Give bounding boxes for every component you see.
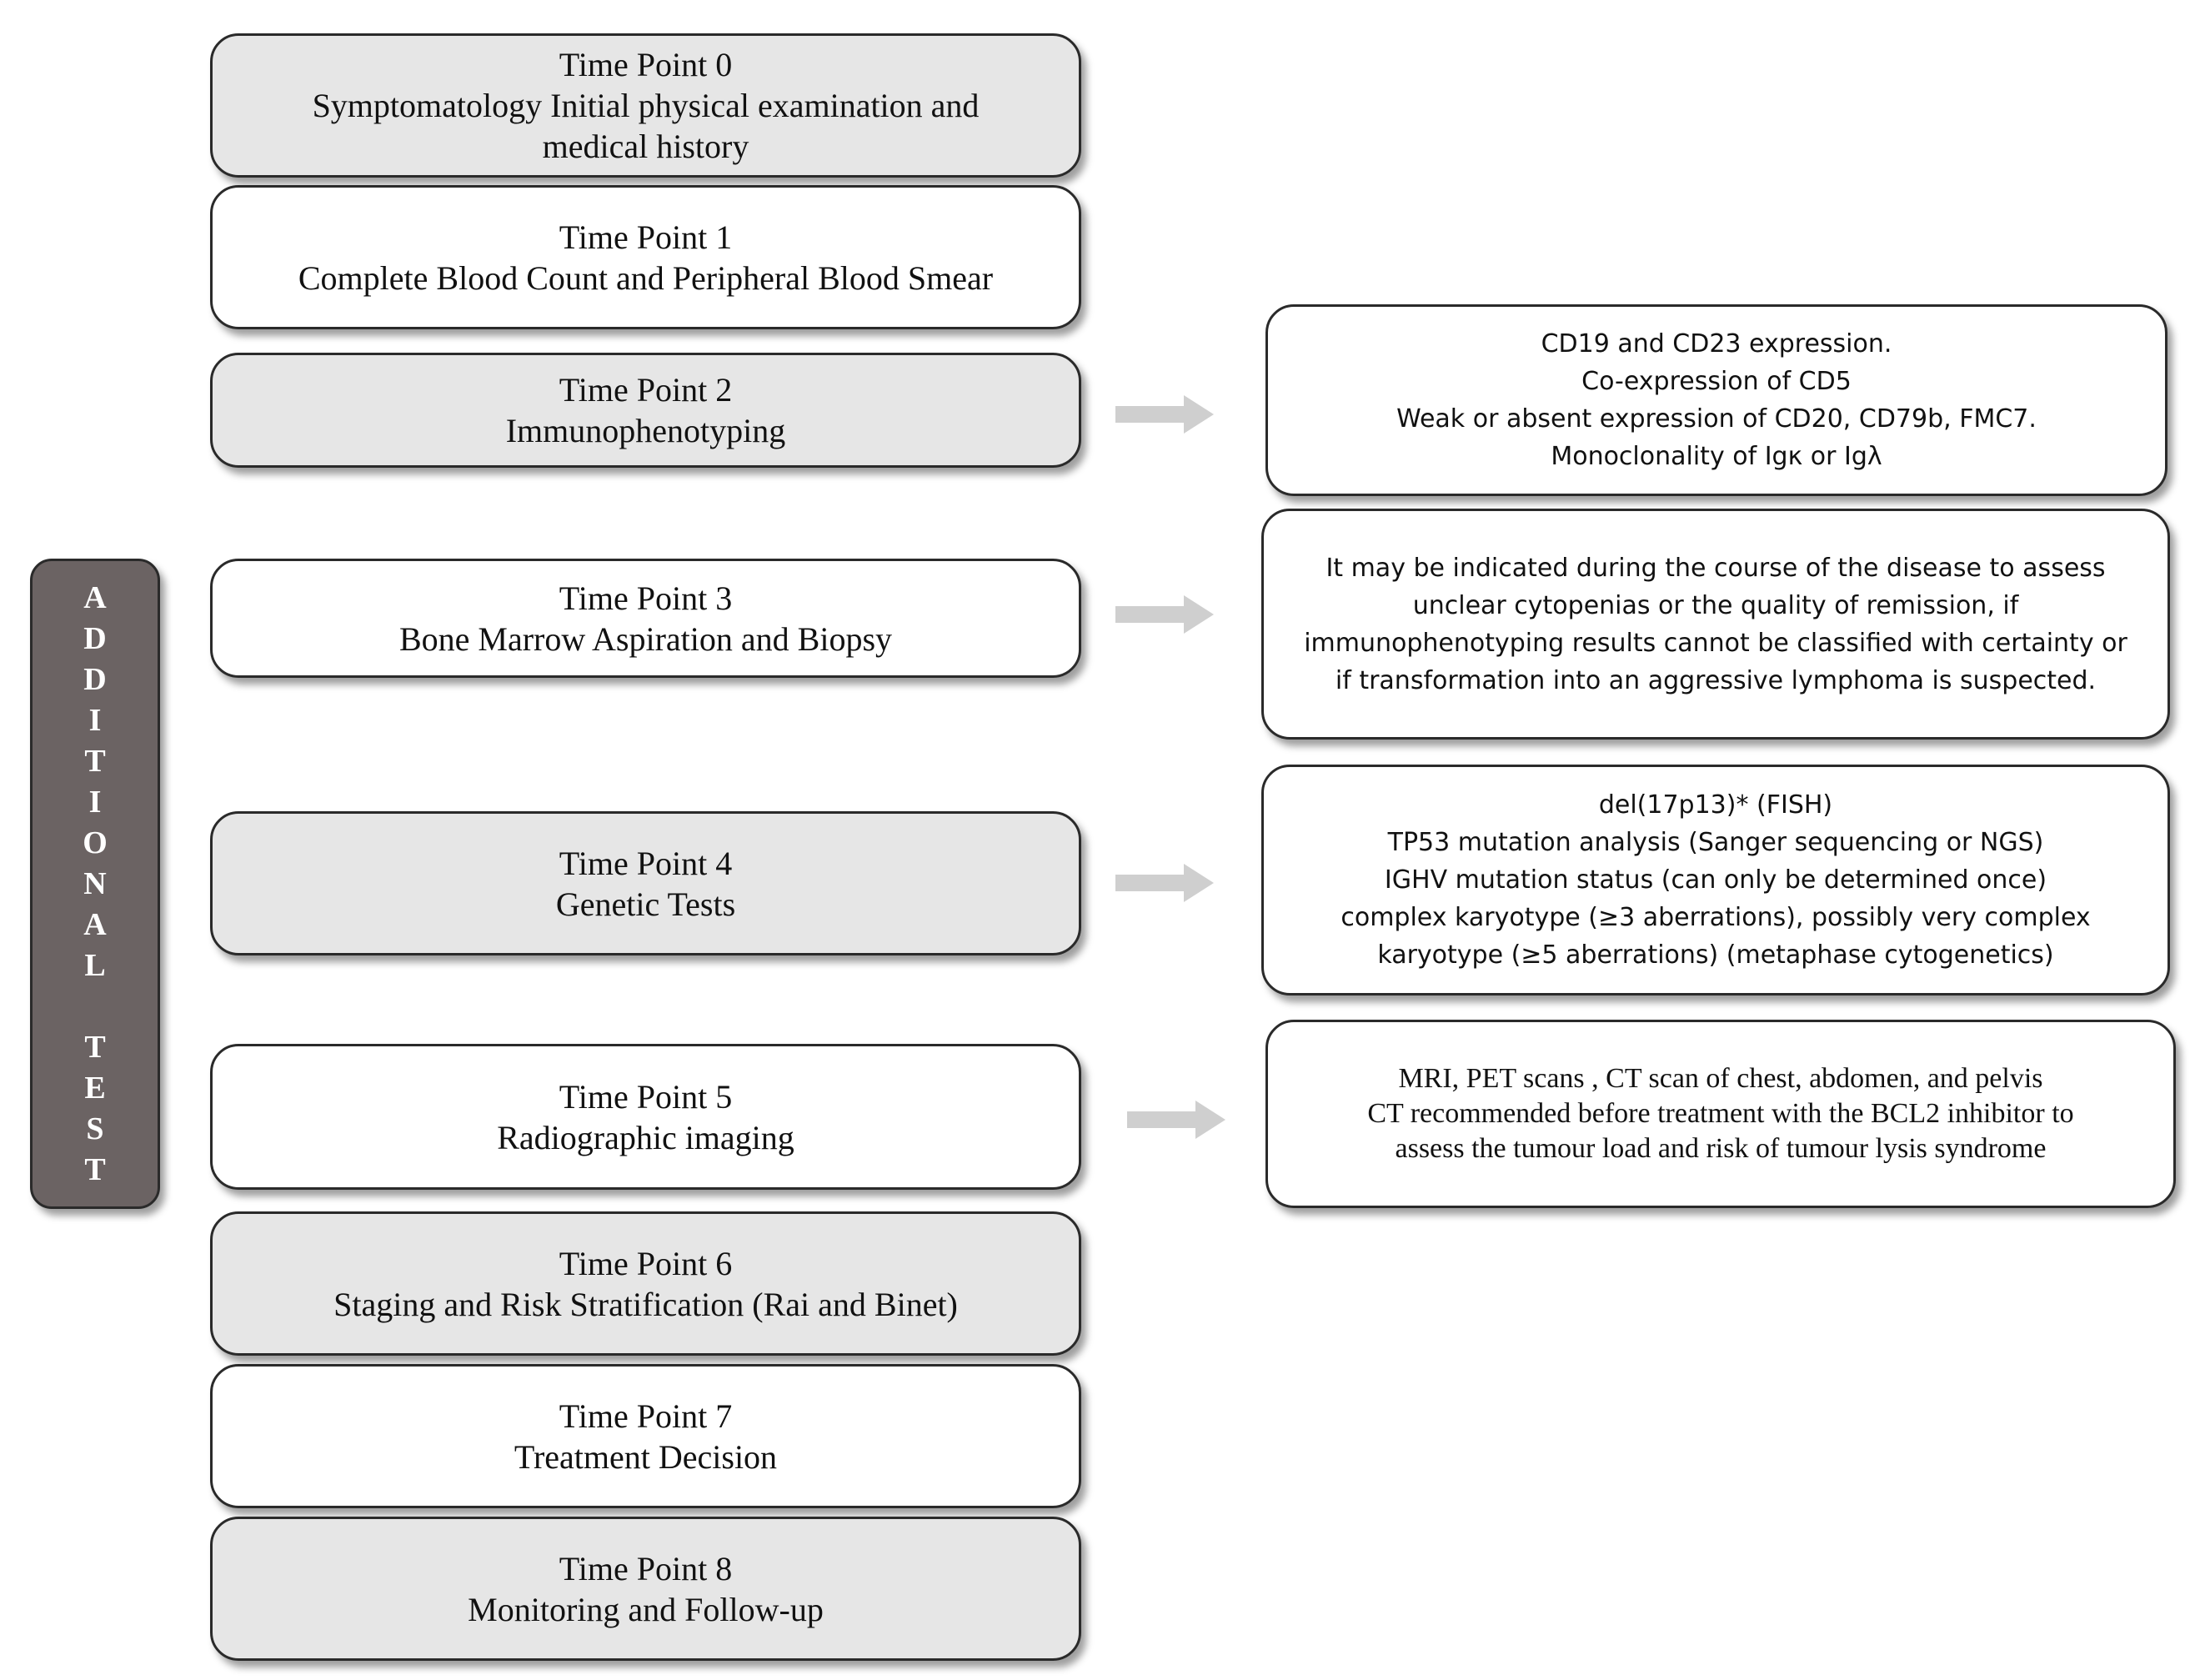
genetic-tests-details-box: del(17p13)* (FISH) TP53 mutation analysi… xyxy=(1261,765,2170,995)
time-point-1-box: Time Point 1 Complete Blood Count and Pe… xyxy=(210,185,1081,329)
detail-line: MRI, PET scans , CT scan of chest, abdom… xyxy=(1398,1063,2043,1094)
time-point-8-title: Time Point 8 xyxy=(559,1549,733,1587)
detail-line: TP53 mutation analysis (Sanger sequencin… xyxy=(1387,828,2044,857)
time-point-0-box: Time Point 0 Symptomatology Initial phys… xyxy=(210,33,1081,178)
time-point-4-box: Time Point 4 Genetic Tests xyxy=(210,811,1081,955)
side-letter: T xyxy=(84,1029,106,1065)
time-point-2-title: Time Point 2 xyxy=(559,371,733,409)
side-letter: I xyxy=(88,702,102,738)
side-letter: L xyxy=(84,947,106,983)
side-letter: S xyxy=(86,1111,104,1146)
detail-line: IGHV mutation status (can only be determ… xyxy=(1384,865,2047,895)
immunophenotyping-details-box: CD19 and CD23 expression. Co-expression … xyxy=(1265,304,2167,496)
time-point-3-line-1: Bone Marrow Aspiration and Biopsy xyxy=(398,619,893,658)
time-point-1-line-1: Complete Blood Count and Peripheral Bloo… xyxy=(298,258,994,297)
time-point-4-title: Time Point 4 xyxy=(559,844,733,882)
arrow-right-icon xyxy=(1115,395,1214,434)
arrow-right-icon xyxy=(1115,864,1214,902)
side-letter: D xyxy=(83,661,107,697)
time-point-1-title: Time Point 1 xyxy=(559,218,733,256)
detail-line: Weak or absent expression of CD20, CD79b… xyxy=(1396,404,2037,434)
side-letter: T xyxy=(84,743,106,779)
time-point-5-line-1: Radiographic imaging xyxy=(497,1118,794,1156)
detail-line: CD19 and CD23 expression. xyxy=(1541,329,1892,359)
detail-line: assess the tumour load and risk of tumou… xyxy=(1395,1133,2047,1164)
time-point-6-title: Time Point 6 xyxy=(559,1244,733,1282)
time-point-0-line-2: medical history xyxy=(542,128,749,165)
time-point-3-title: Time Point 3 xyxy=(559,579,733,617)
detail-line: complex karyotype (≥3 aberrations), poss… xyxy=(1341,903,2091,932)
detail-line: if transformation into an aggressive lym… xyxy=(1335,665,2097,695)
side-label-letters: A D D I T I O N A L T E S T xyxy=(83,578,108,1191)
time-point-7-box: Time Point 7 Treatment Decision xyxy=(210,1364,1081,1508)
time-point-2-line-1: Immunophenotyping xyxy=(505,412,786,449)
detail-line: It may be indicated during the course of… xyxy=(1326,553,2106,583)
time-point-8-line-1: Monitoring and Follow-up xyxy=(468,1590,824,1628)
bone-marrow-details-box: It may be indicated during the course of… xyxy=(1261,509,2170,740)
time-point-0-title: Time Point 0 xyxy=(559,46,733,83)
time-point-3-box: Time Point 3 Bone Marrow Aspiration and … xyxy=(210,559,1081,678)
detail-line: Monoclonality of Igκ or Igλ xyxy=(1551,442,1882,471)
detail-line: unclear cytopenias or the quality of rem… xyxy=(1412,590,2019,620)
time-point-6-box: Time Point 6 Staging and Risk Stratifica… xyxy=(210,1211,1081,1356)
time-point-0-line-1: Symptomatology Initial physical examinat… xyxy=(312,87,980,124)
arrow-right-icon xyxy=(1127,1101,1225,1139)
detail-line: Co-expression of CD5 xyxy=(1581,367,1852,396)
time-point-5-box: Time Point 5 Radiographic imaging xyxy=(210,1044,1081,1190)
time-point-6-line-1: Staging and Risk Stratification (Rai and… xyxy=(333,1285,958,1323)
detail-line: del(17p13)* (FISH) xyxy=(1598,790,1833,820)
detail-line: CT recommended before treatment with the… xyxy=(1367,1098,2074,1129)
time-point-4-line-1: Genetic Tests xyxy=(555,885,736,923)
time-point-2-box: Time Point 2 Immunophenotyping xyxy=(210,353,1081,468)
radiographic-imaging-details-box: MRI, PET scans , CT scan of chest, abdom… xyxy=(1265,1020,2176,1208)
detail-line: karyotype (≥5 aberrations) (metaphase cy… xyxy=(1377,940,2054,970)
time-point-7-title: Time Point 7 xyxy=(559,1397,733,1435)
time-point-5-title: Time Point 5 xyxy=(559,1077,733,1116)
side-letter: O xyxy=(83,825,108,860)
time-point-8-box: Time Point 8 Monitoring and Follow-up xyxy=(210,1517,1081,1661)
side-letter: T xyxy=(84,1151,106,1187)
side-letter: I xyxy=(88,784,102,820)
side-letter: E xyxy=(84,1070,106,1106)
detail-line: immunophenotyping results cannot be clas… xyxy=(1304,628,2127,658)
side-letter: A xyxy=(83,906,107,942)
arrow-right-icon xyxy=(1115,595,1214,634)
side-letter: A xyxy=(83,579,107,615)
side-letter: N xyxy=(83,865,107,901)
time-point-7-line-1: Treatment Decision xyxy=(514,1437,778,1476)
side-letter: D xyxy=(83,620,107,656)
additional-test-side-label: A D D I T I O N A L T E S T xyxy=(30,559,160,1209)
